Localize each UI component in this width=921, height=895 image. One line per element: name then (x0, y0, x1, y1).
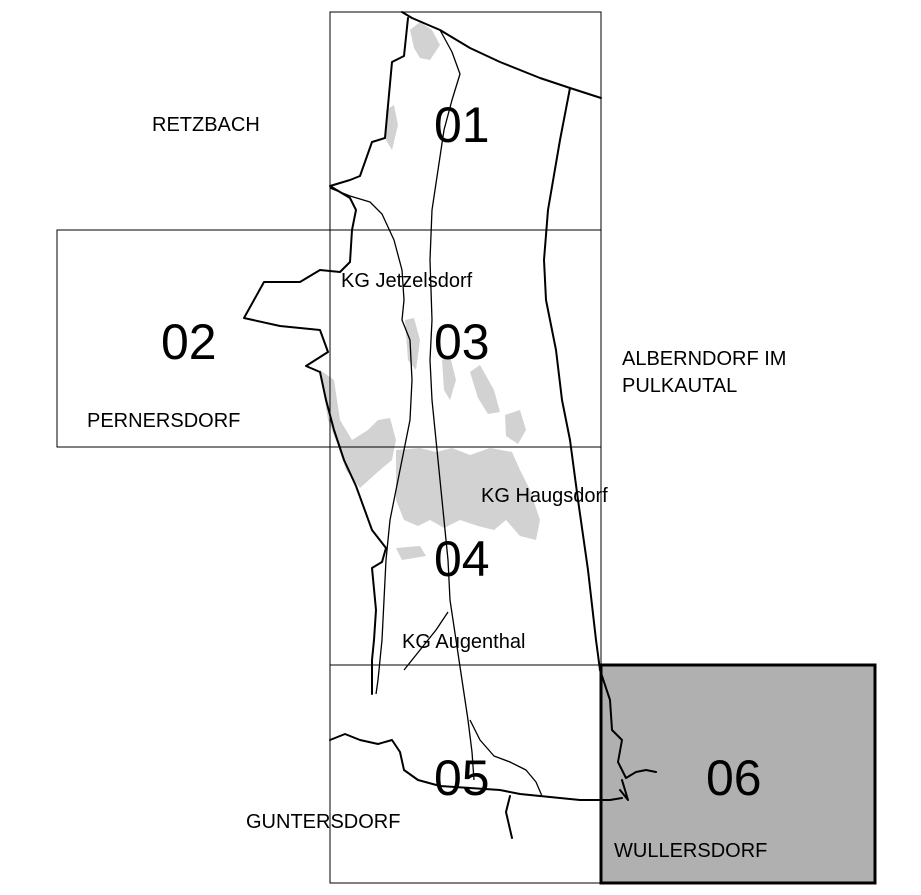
sheet-06-fill[interactable] (599, 663, 877, 885)
settlement-strip-1 (386, 105, 398, 150)
settlement-central (396, 448, 540, 540)
settlement-north (410, 22, 440, 60)
label-guntersdorf: GUNTERSDORF (246, 811, 400, 833)
neighbour-labels: RETZBACH PERNERSDORF ALBERNDORF IM PULKA… (87, 114, 786, 862)
label-alberndorf-1: ALBERNDORF IM (622, 348, 786, 370)
settlement-east (505, 410, 526, 444)
label-pernersdorf: PERNERSDORF (87, 410, 240, 432)
sheet-03-label: 03 (434, 314, 490, 370)
settlement-west (320, 370, 396, 488)
sheet-05-label: 05 (434, 750, 490, 806)
boundary-west (243, 17, 409, 695)
sheet-frames (56, 11, 602, 884)
municipal-boundaries (243, 11, 657, 839)
cadastral-labels: KG Jetzelsdorf KG Haugsdorf KG Augenthal (341, 270, 608, 653)
settlement-strip-3 (442, 356, 456, 400)
label-alberndorf-2: PULKAUTAL (622, 375, 737, 397)
sheet-04-label: 04 (434, 531, 490, 587)
cadastral-line-b (329, 187, 413, 695)
sheet-06-label: 06 (706, 750, 762, 806)
settlement-strip-2 (405, 318, 420, 370)
label-kg-jetzelsdorf: KG Jetzelsdorf (341, 270, 473, 292)
cadastral-boundaries (329, 29, 543, 797)
cadastral-line-d (469, 719, 543, 797)
settlement-strip-4 (470, 365, 500, 414)
boundary-south (329, 733, 623, 801)
sheet-numbers: 01 02 03 04 05 06 (161, 97, 762, 806)
sheet-05-frame[interactable] (329, 664, 602, 884)
label-wullersdorf: WULLERSDORF (614, 840, 767, 862)
cadastral-line-c (403, 611, 449, 671)
cadastral-line-a (429, 29, 475, 781)
settlement-areas (320, 22, 540, 560)
boundary-north (401, 11, 602, 99)
label-kg-augenthal: KG Augenthal (402, 631, 525, 653)
settlement-south (396, 546, 426, 560)
sheet-01-label: 01 (434, 97, 490, 153)
sheet-02-label: 02 (161, 314, 217, 370)
boundary-south-spur (505, 795, 513, 839)
boundary-east (543, 87, 657, 801)
label-retzbach: RETZBACH (152, 114, 260, 136)
label-kg-haugsdorf: KG Haugsdorf (481, 485, 608, 507)
